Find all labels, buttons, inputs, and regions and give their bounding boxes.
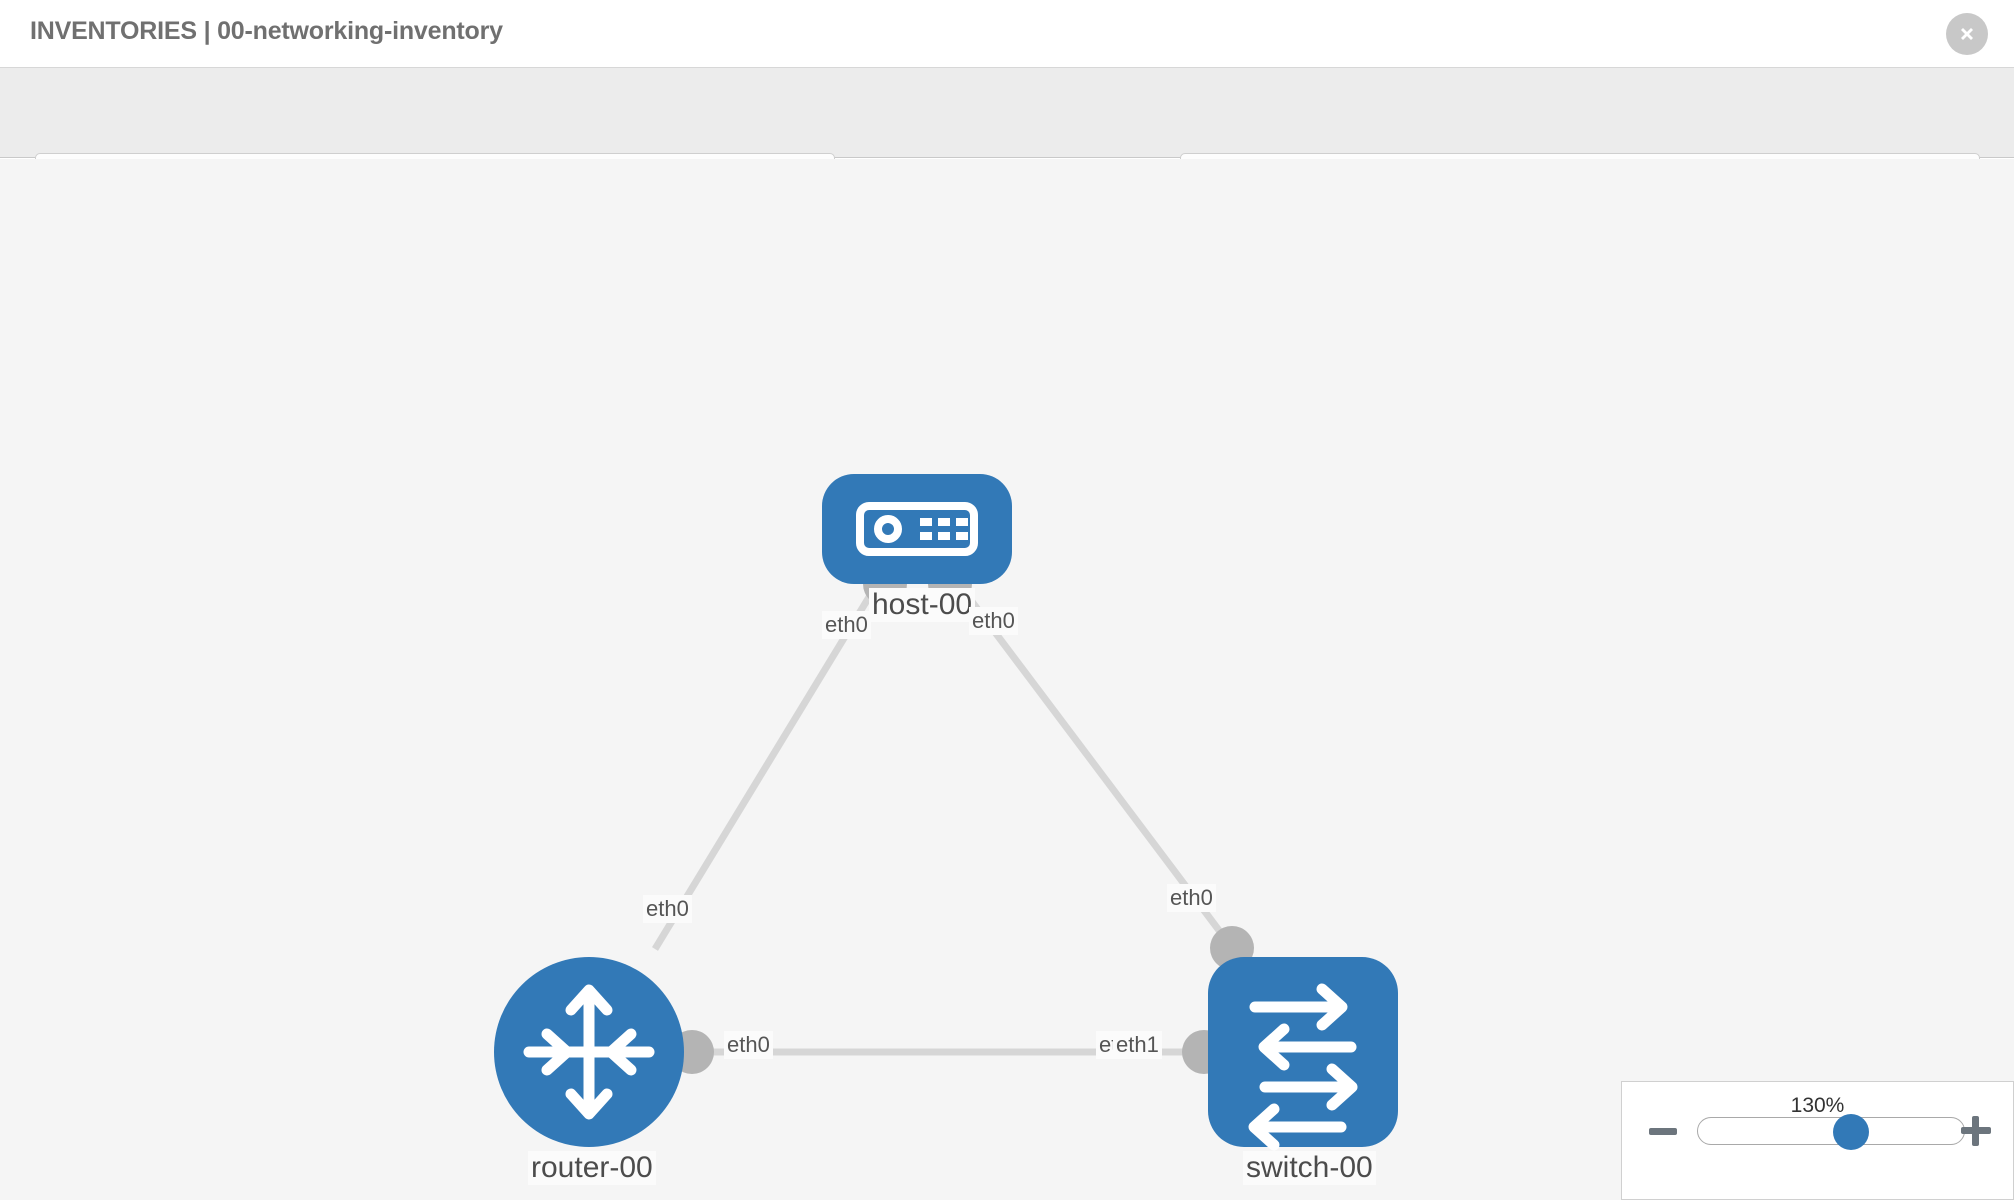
page-header: INVENTORIES | 00-networking-inventory (0, 0, 2014, 68)
zoom-out-button[interactable] (1649, 1128, 1677, 1135)
zoom-level-value: 130% (1790, 1094, 1845, 1117)
edge-label-host00-left: eth0 (822, 611, 871, 639)
graph-connectors (670, 562, 1254, 1074)
page-title: INVENTORIES | 00-networking-inventory (30, 17, 503, 45)
node-host-00[interactable] (822, 474, 1012, 584)
server-icon (856, 502, 978, 556)
node-label-router-00: router-00 (528, 1151, 656, 1185)
node-router-00[interactable] (494, 957, 684, 1147)
close-button[interactable] (1946, 13, 1988, 55)
switch-arrows-icon (1248, 983, 1358, 1151)
node-label-host-00: host-00 (869, 588, 976, 622)
zoom-in-button[interactable] (1961, 1116, 1991, 1146)
node-label-switch-00: switch-00 (1243, 1151, 1376, 1185)
router-arrows-icon (523, 984, 655, 1120)
zoom-slider-track[interactable] (1697, 1114, 1965, 1150)
edge-label-host00-right: eth0 (969, 607, 1018, 635)
topology-graph (494, 474, 1398, 1151)
edge-label-switch00-up: eth0 (1167, 884, 1216, 912)
zoom-control-panel: 130% (1621, 1081, 2014, 1200)
edge-label-router00-up: eth0 (643, 895, 692, 923)
topology-canvas[interactable]: eth0 host-00 eth0 eth0 eth0 eth0 eth0 et… (0, 159, 2014, 1200)
edge-host00-router00[interactable] (652, 577, 883, 951)
toolbar: ACTIONS SEARCH (0, 68, 2014, 205)
zoom-slider-thumb[interactable] (1833, 1114, 1869, 1150)
close-icon (1961, 28, 1973, 40)
edge-label-switch00-left-eth1: eth1 (1113, 1031, 1162, 1059)
node-switch-00[interactable] (1208, 957, 1398, 1151)
graph-edges (652, 576, 1236, 1056)
edge-label-router00-right: eth0 (724, 1031, 773, 1059)
